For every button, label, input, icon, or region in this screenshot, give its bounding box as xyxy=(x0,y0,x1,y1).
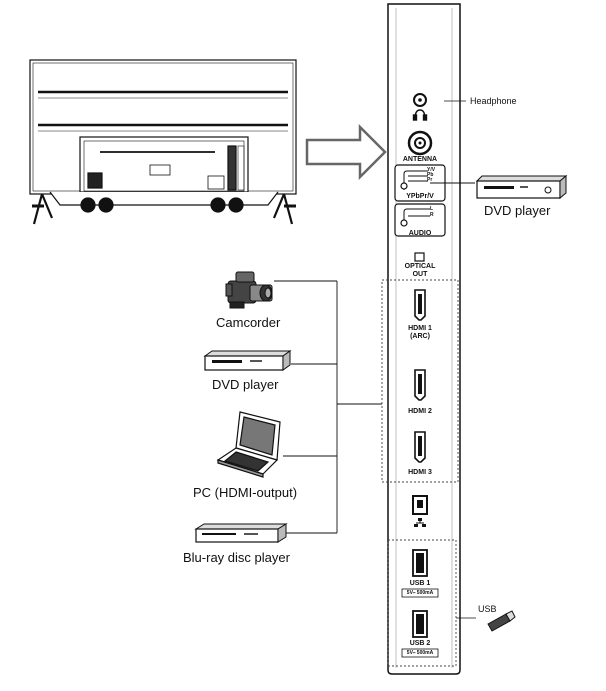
bluray-label: Blu-ray disc player xyxy=(183,550,290,565)
audio-pin-labels: L R xyxy=(430,206,434,218)
dvd-player-left-label: DVD player xyxy=(212,377,279,392)
bluray-player-illustration xyxy=(194,523,288,543)
audio-pin-r: R xyxy=(430,212,434,218)
hdmi-group-outline xyxy=(381,279,459,483)
optical-label: OPTICAL OUT xyxy=(397,263,443,279)
headphone-label: Headphone xyxy=(470,96,517,106)
direction-arrow xyxy=(305,123,387,181)
headphone-icon xyxy=(412,109,428,121)
usb-2-port xyxy=(412,610,428,638)
dvd-player-right-illustration xyxy=(475,174,568,200)
hdmi-3-label: HDMI 3 xyxy=(408,469,432,476)
ypbpr-pin-pr: Pr xyxy=(427,177,433,183)
antenna-port xyxy=(407,130,433,156)
usb-1-label: USB 1 xyxy=(409,580,431,587)
optical-port xyxy=(414,252,425,262)
hdmi-1-label-line1: HDMI 1 xyxy=(408,325,432,332)
antenna-label: ANTENNA xyxy=(402,156,438,163)
hdmi-1-label-line2: (ARC) xyxy=(410,333,430,340)
lan-port xyxy=(412,495,428,515)
dvd-player-right-label: DVD player xyxy=(484,203,551,218)
usb-2-label: USB 2 xyxy=(409,640,431,647)
audio-pin-l: L xyxy=(430,206,434,212)
laptop-illustration xyxy=(216,411,281,478)
usb-stick-label: USB xyxy=(478,604,497,614)
headphone-jack xyxy=(413,93,427,107)
hdmi-1-port xyxy=(414,289,426,321)
hdmi-3-port xyxy=(414,431,426,463)
connection-lines xyxy=(274,280,382,534)
camcorder-illustration xyxy=(225,271,273,309)
ypbpr-pin-labels: Y/V Pb Pr xyxy=(427,168,435,183)
hdmi-2-port xyxy=(414,369,426,401)
usb-group-outline xyxy=(387,539,457,667)
tv-rear-illustration xyxy=(29,59,297,225)
ypbpr-pin-pb: Pb xyxy=(427,172,434,178)
ypbpr-pin-y: Y/V xyxy=(427,167,436,173)
network-icon xyxy=(414,518,426,527)
pc-label: PC (HDMI-output) xyxy=(193,485,298,500)
camcorder-label: Camcorder xyxy=(216,315,281,330)
hdmi-1-label: HDMI 1 (ARC) xyxy=(397,325,443,341)
audio-label: AUDIO xyxy=(408,230,432,237)
optical-label-line1: OPTICAL xyxy=(404,263,436,270)
usb-2-rating: 5V⎯ 500mA xyxy=(406,650,434,656)
dvd-player-left-illustration xyxy=(203,350,292,371)
audio-port xyxy=(394,203,446,237)
usb-1-port xyxy=(412,549,428,577)
usb-1-rating: 5V⎯ 500mA xyxy=(406,590,434,596)
optical-label-line2: OUT xyxy=(412,271,428,278)
usb-stick-illustration xyxy=(487,610,516,632)
ypbpr-label: YPbPr/V xyxy=(406,193,434,200)
hdmi-2-label: HDMI 2 xyxy=(408,408,432,415)
